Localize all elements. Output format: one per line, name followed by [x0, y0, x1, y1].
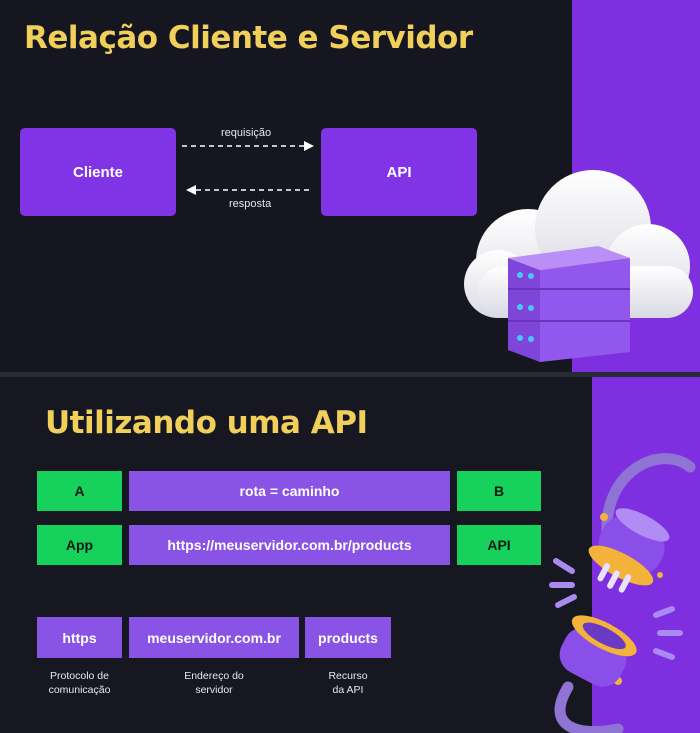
request-label: requisição [221, 127, 272, 139]
response-label: resposta [229, 198, 272, 210]
app-cell: App [37, 525, 122, 565]
caption-resource: Recurso da API [303, 669, 393, 697]
caption-line: Recurso [328, 670, 368, 682]
endpoint-b: B [457, 471, 541, 511]
client-box: Cliente [20, 128, 176, 216]
url-part-resource: products [305, 617, 391, 658]
cloud-server-icon [464, 170, 693, 362]
caption-line: Protocolo de [50, 670, 109, 682]
plug-socket-icon [549, 453, 696, 733]
url-part-protocol: https [37, 617, 122, 658]
caption-protocol: Protocolo de comunicação [32, 669, 127, 697]
caption-line: servidor [195, 684, 233, 696]
url-cell: https://meuservidor.com.br/products [129, 525, 450, 565]
url-part-domain: meuservidor.com.br [129, 617, 299, 658]
api-box: API [321, 128, 477, 216]
slide-divider [0, 372, 700, 377]
slide-title: Relação Cliente e Servidor [24, 20, 473, 56]
caption-line: da API [332, 684, 364, 696]
caption-domain: Endereço do servidor [164, 669, 264, 697]
request-response-arrows [182, 141, 314, 195]
slide-title: Utilizando uma API [45, 405, 368, 441]
api-cell: API [457, 525, 541, 565]
slide-client-server: Relação Cliente e Servidor Cliente API r… [20, 0, 700, 372]
route-definition: rota = caminho [129, 471, 450, 511]
slide-using-api: Utilizando uma API A rota = caminho B Ap… [0, 377, 700, 733]
caption-line: Endereço do [184, 670, 244, 682]
endpoint-a: A [37, 471, 122, 511]
caption-line: comunicação [48, 684, 111, 696]
